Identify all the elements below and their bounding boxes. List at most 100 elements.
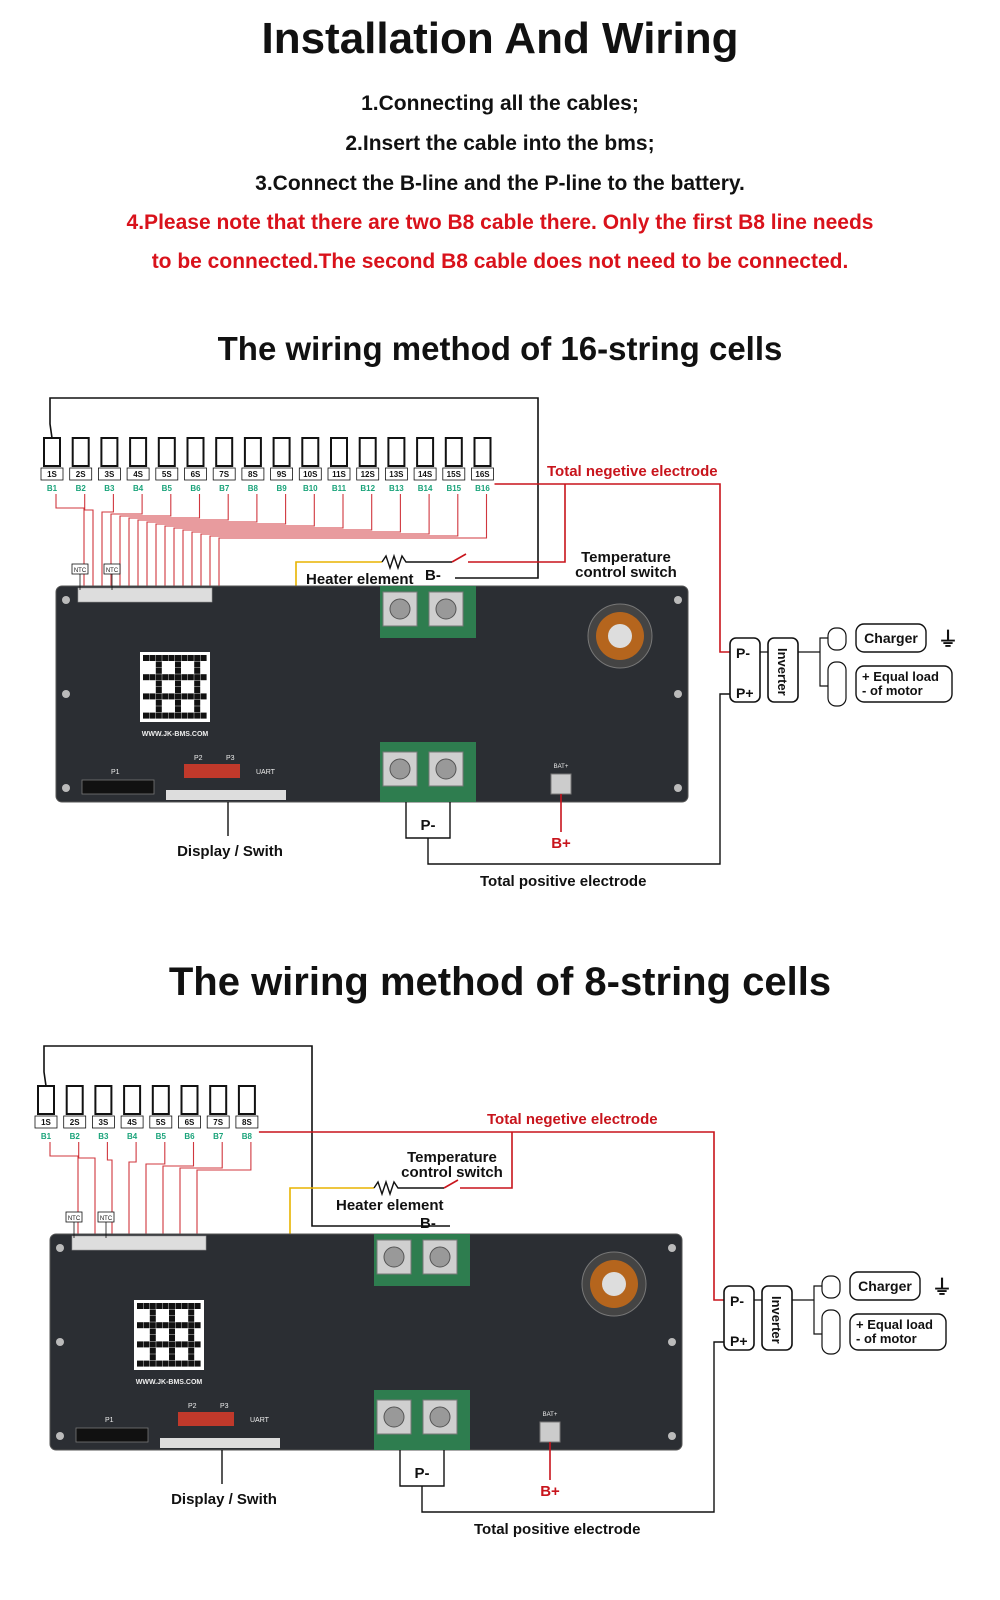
display-connector [160, 1438, 280, 1448]
page-title: Installation And Wiring [261, 14, 739, 63]
mount-hole [674, 690, 682, 698]
cell-block [243, 437, 262, 467]
qr-cell [175, 693, 181, 700]
cell-block [37, 1085, 55, 1115]
qr-cell [181, 1303, 188, 1309]
qr-cell [143, 1322, 150, 1329]
sense-wire [179, 1142, 223, 1242]
cell-label: 7S [219, 470, 229, 479]
diagram-16-title: The wiring method of 16-string cells [217, 330, 783, 367]
qr-cell [181, 712, 188, 719]
qr-cell [149, 712, 156, 719]
sense-wire [162, 1142, 195, 1242]
cell-label-box [92, 1115, 115, 1129]
qr-cell [181, 1341, 188, 1348]
qr-cell [143, 1341, 150, 1348]
positive-electrode-wire [421, 1341, 724, 1513]
cell-label: 14S [418, 470, 433, 479]
display-connector [166, 790, 286, 800]
cell-label-box [155, 467, 179, 481]
qr-cell [155, 674, 162, 681]
positive-electrode-label: Total positive electrode [474, 1521, 640, 1538]
qr-cell [149, 1328, 156, 1335]
cell-label: 5S [156, 1118, 166, 1127]
sense-wire [146, 494, 258, 594]
sense-wire [155, 494, 287, 594]
cell-label: 7S [213, 1118, 223, 1127]
qr-cell [194, 1360, 201, 1367]
cell-label-box [63, 1115, 87, 1129]
cell-block [151, 1085, 170, 1115]
temperature-switch-wire [443, 1132, 513, 1189]
cell-block [100, 437, 119, 467]
terminal-screw [389, 598, 411, 620]
terminal-screw [429, 1406, 451, 1428]
qr-cell [194, 680, 201, 687]
mount-hole [674, 784, 682, 792]
cell-block [186, 437, 205, 467]
qr-cell [187, 712, 194, 719]
cell-block [215, 437, 234, 467]
cell-block [301, 437, 320, 467]
qr-cell [181, 693, 188, 700]
qr-cell [156, 1322, 163, 1329]
bpin-label: B5 [162, 484, 173, 493]
sense-wire [200, 494, 430, 594]
qr-cell [200, 655, 207, 661]
cell-label: 4S [127, 1118, 137, 1127]
qr-cell [194, 1303, 201, 1309]
step-1: 1.Connecting all the cables; [361, 92, 639, 115]
qr-cell [156, 1341, 163, 1348]
qr-cell [137, 1303, 143, 1309]
terminal-screw [383, 1406, 405, 1428]
cell-label: 4S [133, 470, 143, 479]
cell-block [416, 437, 435, 467]
qr-cell [143, 1303, 150, 1309]
heater-resistor [381, 553, 452, 571]
load-label: + Equal load- of motor [856, 1317, 933, 1346]
qr-cell [175, 655, 181, 661]
cell-label: 1S [41, 1118, 51, 1127]
cell-label: 2S [76, 470, 86, 479]
qr-cell [143, 655, 149, 661]
qr-cell [175, 674, 181, 681]
qr-cell [137, 1322, 143, 1329]
heater-label: Heater element [336, 1197, 444, 1214]
bpin-label: B9 [276, 484, 287, 493]
p2-label: P2 [188, 1403, 197, 1410]
qr-cell [162, 712, 169, 719]
qr-cell [162, 674, 169, 681]
qr-cell [155, 680, 162, 687]
qr-cell [200, 674, 207, 681]
qr-cell [149, 1309, 156, 1316]
cell-label: 13S [389, 470, 404, 479]
qr-cell [175, 1322, 182, 1329]
plug-icon: ⏚ [938, 628, 958, 651]
sense-wire [196, 1142, 252, 1242]
mount-hole [56, 1244, 64, 1252]
cell-block [71, 437, 90, 467]
terminal-screw [429, 1246, 451, 1268]
cell-block [65, 1085, 84, 1115]
cell-label-box [178, 1115, 201, 1129]
charger-terminal [821, 1275, 841, 1299]
p-plus-output-label: P+ [736, 685, 754, 701]
qr-cell [155, 706, 162, 713]
cell-label-box [40, 467, 64, 481]
cell-label: 3S [99, 1118, 109, 1127]
qr-cell [149, 1347, 156, 1354]
terminal-screw [435, 758, 457, 780]
step-4-warning-line-1: 4.Please note that there are two B8 cabl… [126, 211, 874, 234]
bpin-label: B3 [104, 484, 115, 493]
heater-resistor [373, 1179, 444, 1197]
toroid-core [602, 1272, 626, 1296]
qr-cell [155, 693, 162, 700]
bpin-label: B4 [127, 1132, 138, 1141]
qr-cell [149, 1315, 156, 1322]
qr-cell [149, 1322, 156, 1329]
qr-cell [188, 1341, 195, 1348]
qr-cell [155, 712, 162, 719]
qr-cell [155, 699, 162, 706]
qr-cell [169, 1303, 175, 1309]
cell-block [43, 437, 61, 467]
